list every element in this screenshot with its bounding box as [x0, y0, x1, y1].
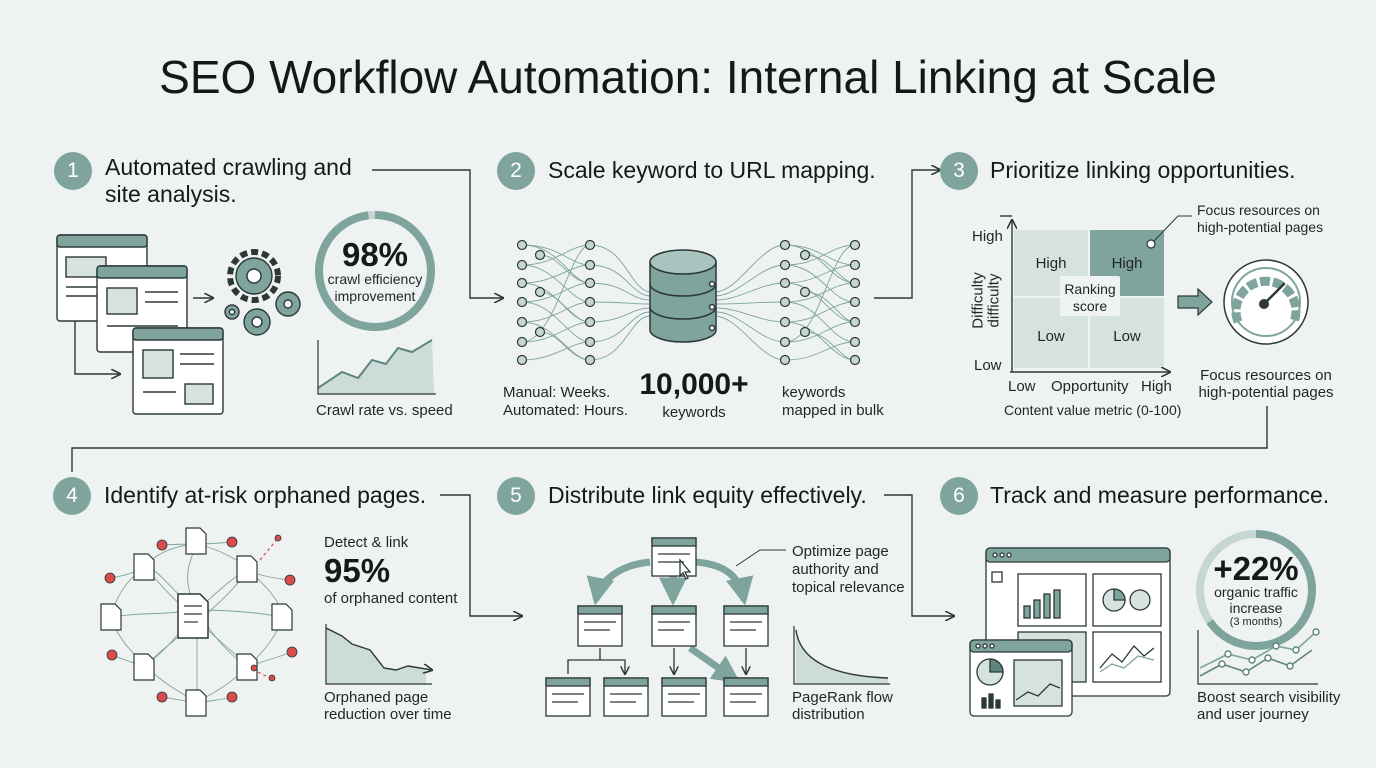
orphan-red-links	[257, 537, 279, 679]
stat-label: increase	[1229, 600, 1283, 616]
gears-illustration	[224, 249, 301, 336]
step-number-badge: 5	[497, 477, 535, 515]
stat-label: organic traffic	[1214, 584, 1298, 600]
step-heading: Track and measure performance.	[990, 482, 1330, 508]
stat-label: of orphaned content	[324, 590, 458, 607]
matrix-quadrant-label: High	[1111, 255, 1143, 272]
browser-windows-illustration	[56, 234, 224, 415]
matrix-quadrant-label: High	[1035, 255, 1067, 272]
analytics-dashboard	[969, 547, 1171, 717]
chart-caption: PageRank flow	[792, 689, 893, 706]
database-icon	[649, 249, 717, 343]
manual-label: Manual: Weeks.	[503, 384, 611, 401]
step-heading: site analysis.	[105, 181, 237, 207]
orphan-reduction-chart	[325, 624, 432, 685]
axis-tick-label: Low	[1008, 378, 1036, 395]
stat-note: (3 months)	[1229, 616, 1283, 628]
keywords-mapped-label: keywords	[782, 384, 846, 401]
step-number-badge: 1	[54, 152, 92, 190]
step-heading: Automated crawling and	[105, 154, 352, 180]
keywords-mapped-label: mapped in bulk	[782, 402, 884, 419]
step-heading: Distribute link equity effectively.	[548, 482, 867, 508]
axis-tick-label: High	[972, 228, 1003, 245]
x-axis-metric-label: Content value metric (0-100)	[1004, 402, 1182, 418]
link-equity-tree	[545, 537, 786, 717]
y-axis-label: difficulty	[985, 273, 1003, 328]
chart-caption: Orphaned page	[324, 689, 429, 706]
matrix-quadrant-label: Low	[1037, 328, 1065, 345]
focus-caption: Focus resources on	[1200, 367, 1332, 384]
step-number-badge: 2	[497, 152, 535, 190]
crawl-efficiency-stat: 98%	[341, 236, 409, 273]
chart-caption: and user journey	[1197, 706, 1309, 723]
growth-chart-nodes	[1218, 628, 1320, 676]
crawl-rate-chart	[317, 339, 436, 395]
automated-label: Automated: Hours.	[503, 402, 629, 419]
callout-text: authority and	[792, 561, 879, 578]
gauge-icon	[1223, 259, 1309, 345]
pagerank-curve-chart	[793, 626, 890, 685]
growth-line-chart	[1197, 630, 1318, 685]
callout-text: topical relevance	[792, 579, 905, 596]
priority-matrix	[1010, 215, 1213, 372]
chart-caption: reduction over time	[324, 706, 452, 723]
x-axis-label: Opportunity	[1051, 378, 1129, 395]
axis-tick-label: Low	[974, 357, 1002, 374]
flow-connectors	[71, 170, 1268, 616]
keywords-stat: 10,000+	[639, 368, 749, 401]
page-title: SEO Workflow Automation: Internal Linkin…	[159, 51, 1217, 103]
y-axis-label: Difficulty	[969, 272, 987, 329]
focus-caption: high-potential pages	[1198, 384, 1334, 401]
chart-caption: Crawl rate vs. speed	[316, 402, 453, 419]
step-number-badge: 6	[940, 477, 978, 515]
orphan-red-nodes	[104, 534, 298, 703]
orphan-page-icons	[100, 527, 293, 717]
crawl-efficiency-ring	[315, 211, 435, 331]
ranking-score-label: score	[1072, 298, 1108, 314]
callout-text: Focus resources on	[1197, 202, 1320, 218]
step-heading: Identify at-risk orphaned pages.	[104, 482, 427, 508]
axis-tick-label: High	[1141, 378, 1172, 395]
step-number-badge: 3	[940, 152, 978, 190]
keyword-nodes	[516, 239, 861, 366]
stat-label: keywords	[662, 404, 726, 421]
stat-label: crawl efficiency	[327, 271, 423, 287]
callout-text: high-potential pages	[1197, 219, 1324, 235]
orphaned-stat: 95%	[324, 552, 391, 589]
callout-text: Optimize page	[792, 543, 889, 560]
stat-label: improvement	[334, 288, 416, 304]
chart-caption: Boost search visibility	[1197, 689, 1341, 706]
traffic-increase-ring	[1196, 530, 1316, 650]
traffic-increase-stat: +22%	[1213, 550, 1299, 587]
detect-label: Detect & link	[324, 534, 409, 551]
ranking-score-label: Ranking	[1064, 281, 1116, 297]
step-number-badge: 4	[53, 477, 91, 515]
step-heading: Prioritize linking opportunities.	[990, 157, 1296, 183]
matrix-quadrant-label: Low	[1113, 328, 1141, 345]
chart-caption: distribution	[792, 706, 865, 723]
step-heading: Scale keyword to URL mapping.	[548, 157, 876, 183]
